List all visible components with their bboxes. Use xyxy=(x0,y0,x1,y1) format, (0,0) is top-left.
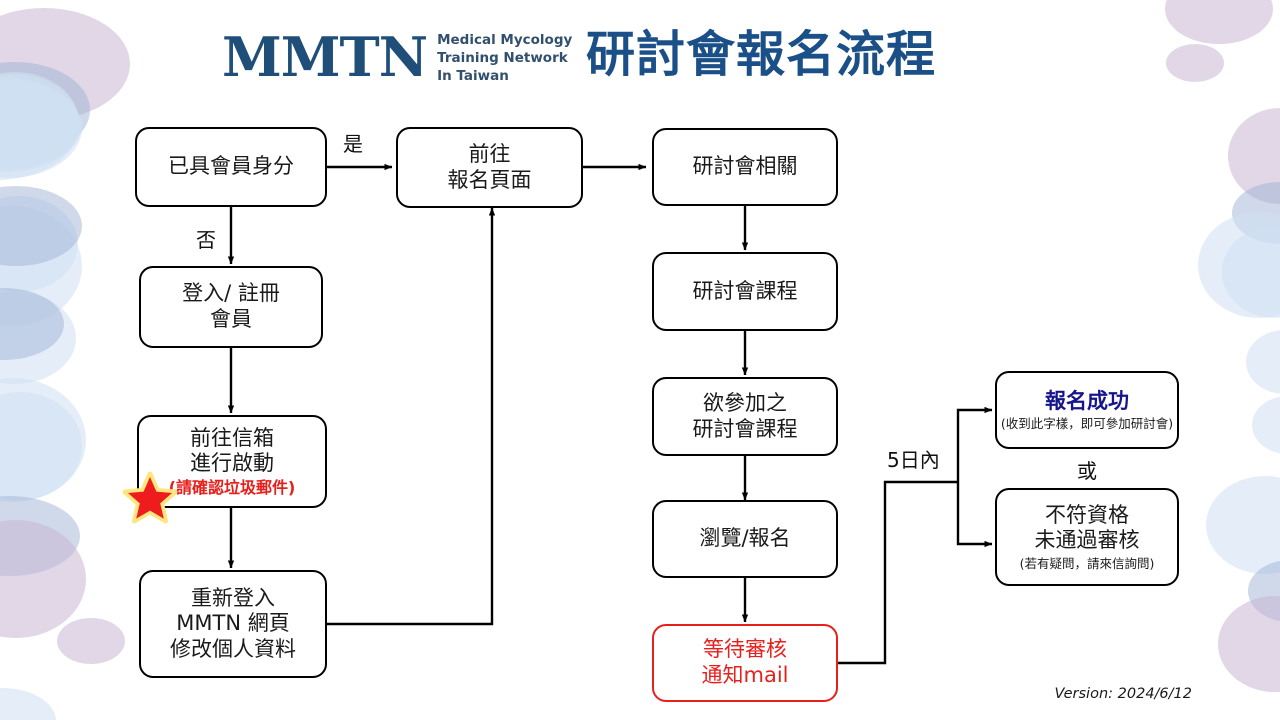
node-await-review-line2: 通知mail xyxy=(701,663,789,687)
node-activate-mail-line1: 前往信箱 xyxy=(190,425,274,450)
node-signup-page-line2: 報名頁面 xyxy=(447,167,532,192)
node-rejected[interactable]: 不符資格 未通過審核 (若有疑問，請來信詢問) xyxy=(995,488,1179,586)
wire-branch-to-success xyxy=(956,406,993,482)
node-login-register-line1: 登入/ 註冊 xyxy=(182,281,280,306)
wire-await-branch xyxy=(837,480,958,665)
mmtn-tagline-line1: Medical Mycology xyxy=(437,32,573,48)
node-login-register-line2: 會員 xyxy=(210,307,252,331)
node-relogin-profile[interactable]: 重新登入 MMTN 網頁 修改個人資料 xyxy=(139,570,327,678)
mmtn-logo: MMTN Medical Mycology Training Network I… xyxy=(222,28,572,85)
node-relogin-profile-line3: 修改個人資料 xyxy=(170,636,296,661)
node-activate-mail[interactable]: 前往信箱 進行啟動 (請確認垃圾郵件) xyxy=(137,415,327,508)
node-rejected-line2: 未通過審核 xyxy=(1034,528,1140,553)
node-browse-signup-line1: 瀏覽/報名 xyxy=(699,526,791,551)
node-rejected-sub: (若有疑問，請來信詢問) xyxy=(1019,555,1155,571)
node-relogin-profile-line2: MMTN 網頁 xyxy=(176,611,290,636)
node-success-title: 報名成功 xyxy=(1045,388,1129,413)
node-chosen-course-line1: 欲參加之 xyxy=(703,390,787,415)
node-signup-page-line1: 前往 xyxy=(468,141,511,166)
page-title: 研討會報名流程 xyxy=(586,26,937,83)
node-member-check-line1: 已具會員身分 xyxy=(168,154,294,179)
node-activate-mail-note: (請確認垃圾郵件) xyxy=(168,477,296,497)
node-rejected-line1: 不符資格 xyxy=(1045,502,1129,527)
node-seminar-info[interactable]: 研討會相關 xyxy=(652,128,838,206)
star-icon xyxy=(122,471,178,524)
node-success[interactable]: 報名成功 (收到此字樣，即可參加研討會) xyxy=(995,371,1179,449)
node-seminar-course-line1: 研討會課程 xyxy=(692,278,798,303)
mmtn-tagline: Medical Mycology Training Network In Tai… xyxy=(437,28,572,85)
node-relogin-profile-line1: 重新登入 xyxy=(191,585,275,610)
edge-label-yes: 是 xyxy=(343,132,363,156)
node-success-sub: (收到此字樣，即可參加研討會) xyxy=(1000,416,1174,432)
version-label: Version: 2024/6/12 xyxy=(1054,686,1192,702)
node-browse-signup[interactable]: 瀏覽/報名 xyxy=(652,500,838,578)
wire-branch-to-rejected xyxy=(956,482,993,548)
edge-label-within-5-days: 5日內 xyxy=(887,448,940,472)
node-member-check[interactable]: 已具會員身分 xyxy=(135,127,327,207)
label-or: 或 xyxy=(1077,459,1097,483)
node-login-register[interactable]: 登入/ 註冊 會員 xyxy=(139,266,323,348)
mmtn-wordmark: MMTN xyxy=(222,24,428,89)
node-await-review[interactable]: 等待審核 通知mail xyxy=(652,624,838,702)
edge-label-no: 否 xyxy=(196,228,216,252)
node-seminar-info-line1: 研討會相關 xyxy=(692,154,798,179)
mmtn-tagline-line3: In Taiwan xyxy=(437,67,509,84)
node-chosen-course[interactable]: 欲參加之 研討會課程 xyxy=(652,377,838,456)
node-await-review-line1: 等待審核 xyxy=(703,637,787,662)
node-chosen-course-line2: 研討會課程 xyxy=(692,416,798,441)
mmtn-tagline-line2: Training Network xyxy=(437,49,568,66)
node-signup-page[interactable]: 前往 報名頁面 xyxy=(396,127,583,208)
wire-relogin-to-signup xyxy=(327,207,496,626)
node-seminar-course[interactable]: 研討會課程 xyxy=(652,252,838,331)
node-activate-mail-line2: 進行啟動 xyxy=(190,451,274,476)
